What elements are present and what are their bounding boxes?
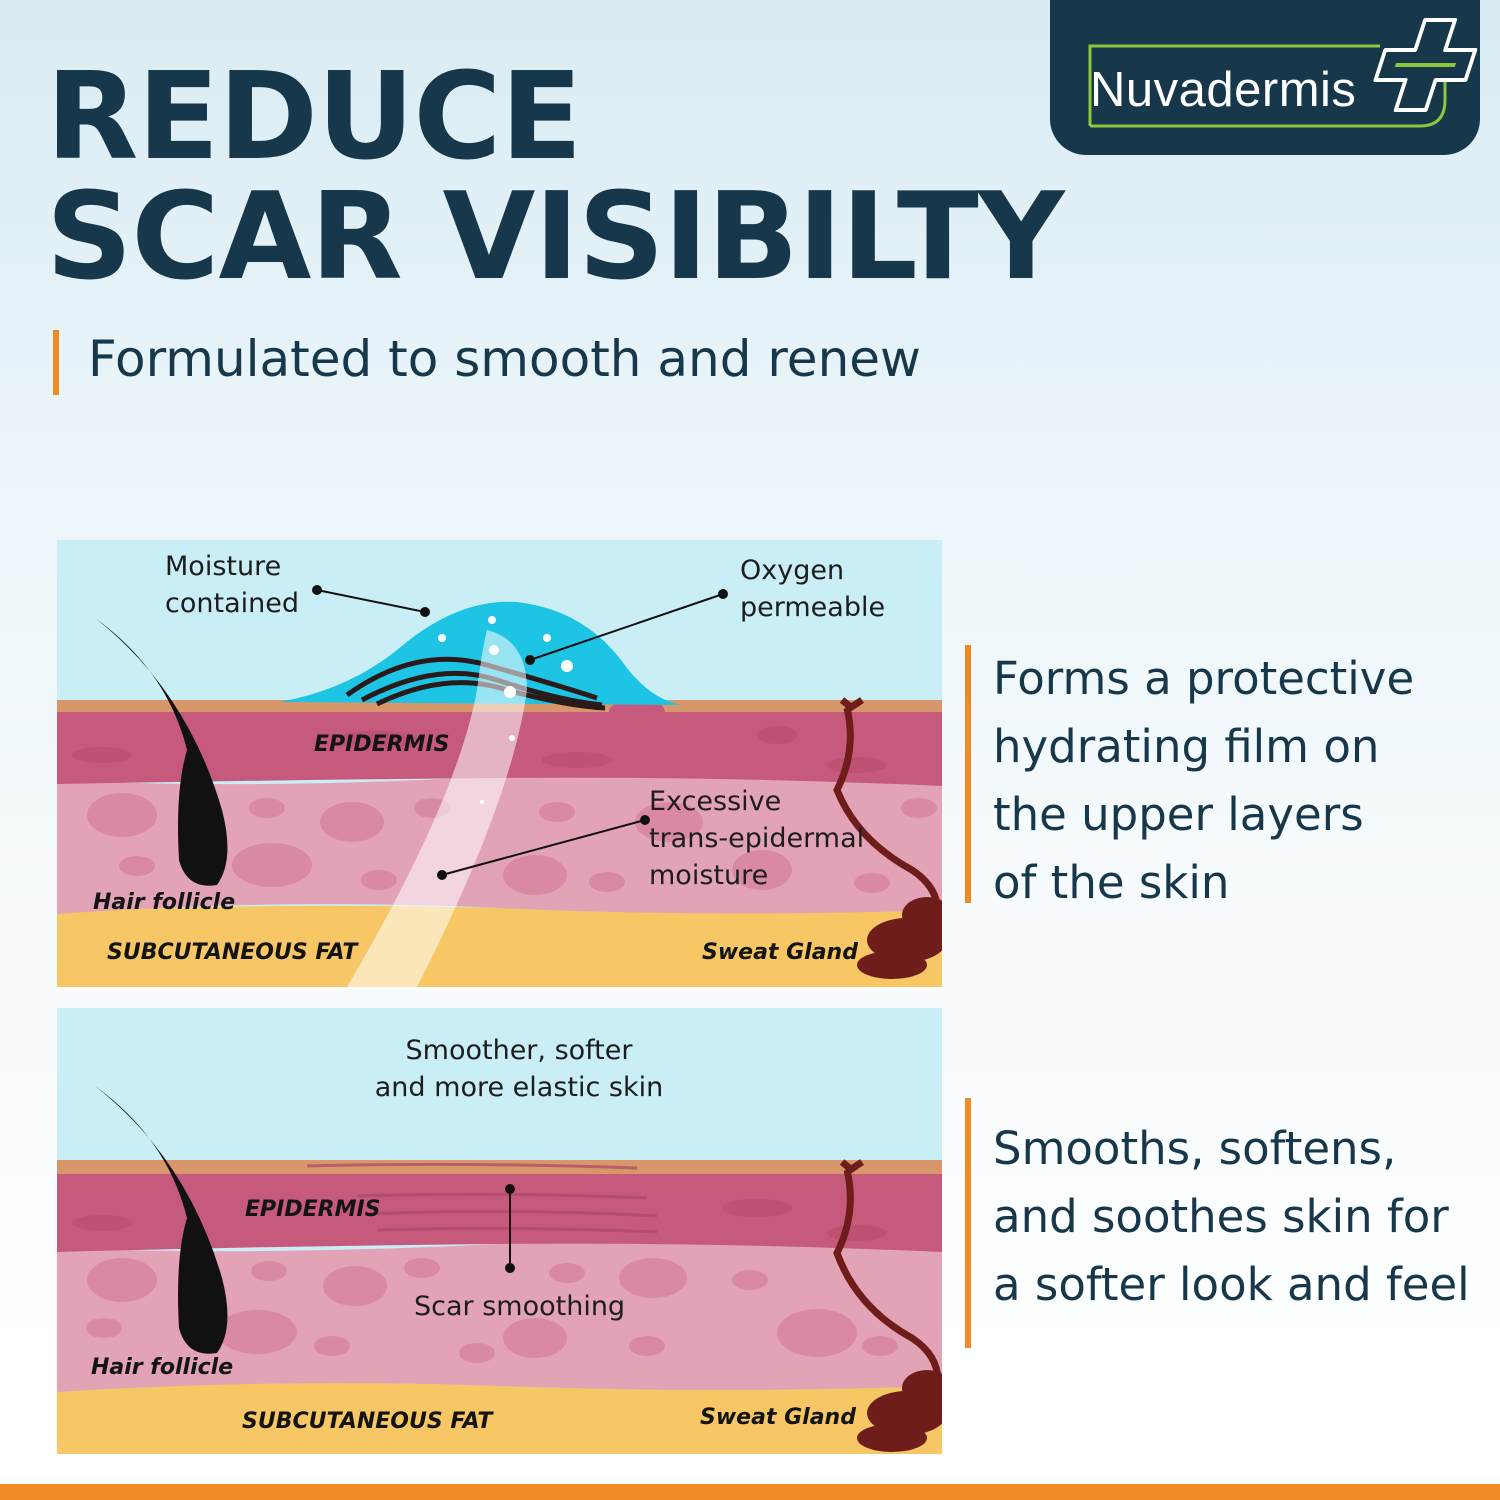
footer-accent-bar [0,1484,1500,1500]
benefit-protective-film: Forms a protective hydrating film on the… [993,652,1415,909]
label-scar-smoothing: Scar smoothing [414,1291,626,1322]
label-oxygen-permeable: Oxygen permeable [740,555,886,623]
medical-cross-icon [1373,18,1478,112]
page-title: REDUCE SCAR VISIBILTY [46,48,1065,307]
subheadline-accent-bar [53,330,59,395]
tag-subcutaneous-fat: SUBCUTANEOUS FAT [107,940,358,965]
tag-epidermis: EPIDERMIS [245,1197,381,1222]
tag-sweat-gland: Sweat Gland [702,940,858,965]
logo-frame [1088,18,1478,128]
diagram-protective-film: Moisture contained Oxygen permeable Exce… [57,540,942,987]
tag-epidermis: EPIDERMIS [314,732,450,757]
subheadline: Formulated to smooth and renew [88,330,921,388]
brand-name: Nuvadermis [1090,63,1357,117]
tag-subcutaneous-fat: SUBCUTANEOUS FAT [242,1409,493,1434]
skin-cross-section-top [57,540,942,987]
benefit-1-accent-bar [965,645,971,903]
diagram-smoother-skin: Smoother, softer and more elastic skin S… [57,1008,942,1454]
label-excessive-moisture: Excessive trans-epidermal moisture [649,786,865,891]
benefit-smooths-softens: Smooths, softens, and soothes skin for a… [993,1122,1470,1311]
tag-hair-follicle: Hair follicle [93,890,236,915]
tag-sweat-gland: Sweat Gland [700,1405,856,1430]
label-moisture-contained: Moisture contained [165,551,299,619]
tag-hair-follicle: Hair follicle [91,1355,234,1380]
skin-cross-section-bottom [57,1008,942,1454]
title-line-1: REDUCE [46,48,582,187]
title-line-2: SCAR VISIBILTY [46,168,1065,307]
brand-logo: Nuvadermis [1050,0,1480,155]
label-smoother-skin: Smoother, softer and more elastic skin [374,1035,664,1103]
benefit-2-accent-bar [965,1098,971,1348]
